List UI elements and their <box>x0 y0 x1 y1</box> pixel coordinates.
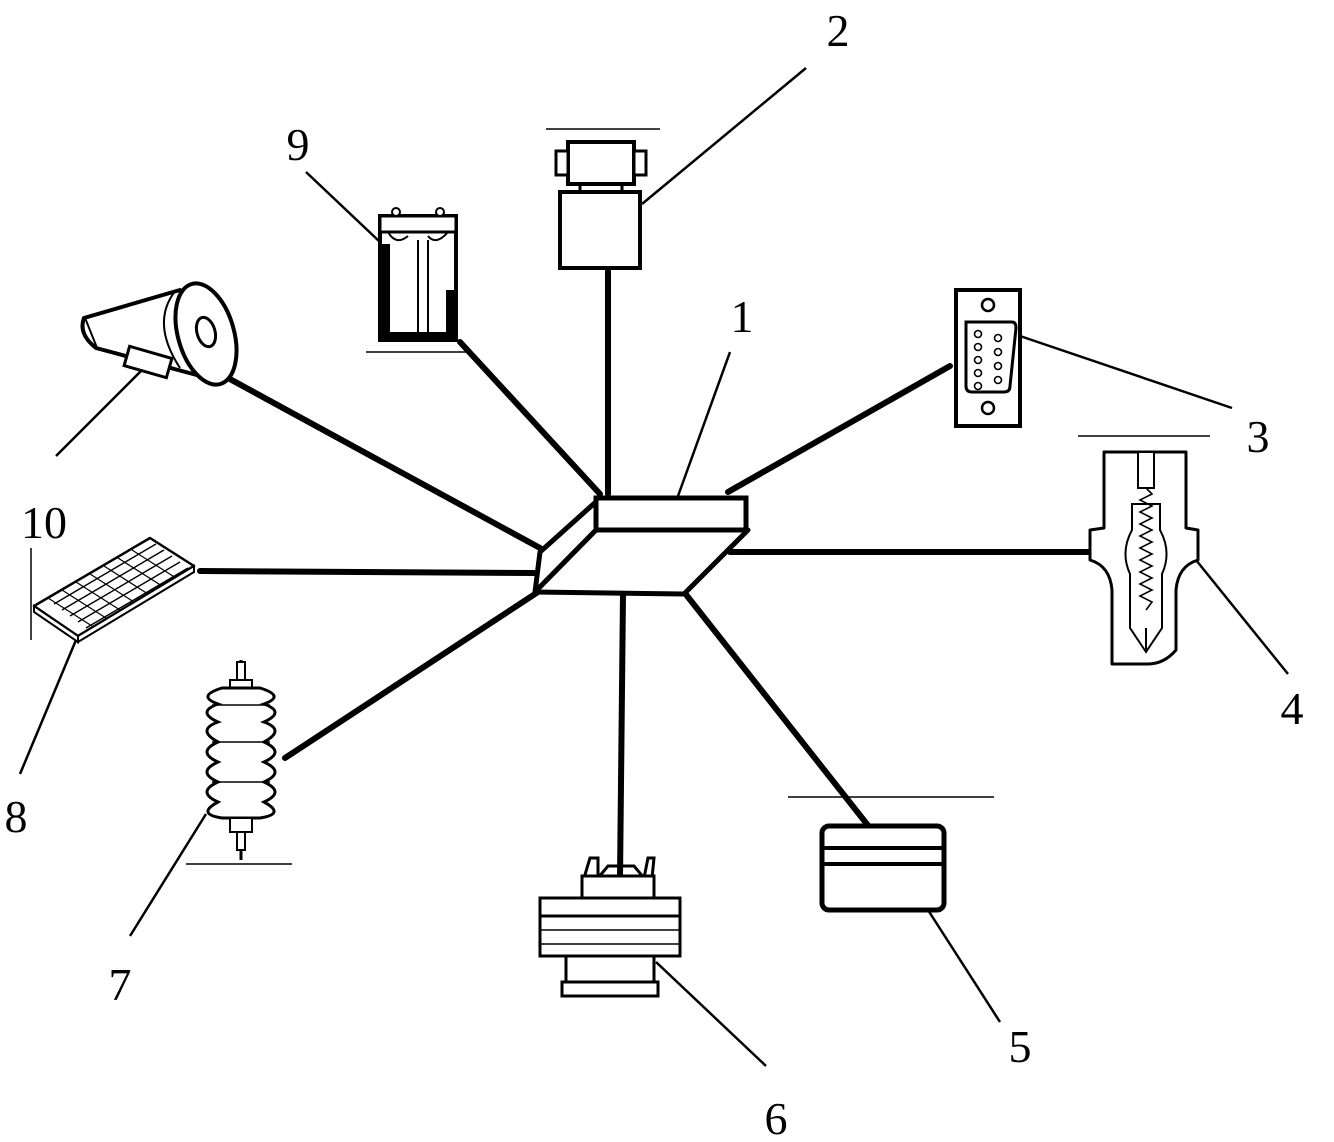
wire-keyboard <box>197 568 538 576</box>
sensor-icon <box>1078 435 1210 666</box>
wire-battery <box>457 339 603 497</box>
hub-box <box>532 495 751 597</box>
wire-printer <box>617 591 626 881</box>
leader-7 <box>128 813 208 937</box>
battery-icon <box>366 207 470 353</box>
label-printer: 6 <box>765 1093 788 1142</box>
leader-9 <box>305 171 381 243</box>
label-hub: 1 <box>731 291 754 342</box>
leader-5 <box>926 909 1002 1023</box>
leader-6 <box>655 961 767 1067</box>
printer-icon <box>538 856 682 998</box>
serial-port-icon <box>954 288 1022 428</box>
leader-3 <box>1019 334 1233 410</box>
speaker-icon <box>80 281 239 387</box>
leader-10 <box>55 369 143 457</box>
connection-wires <box>197 265 1093 881</box>
card-icon <box>788 796 994 913</box>
leader-1 <box>676 351 732 497</box>
label-camera: 2 <box>827 5 850 56</box>
callout-labels: 1 2 3 4 5 6 7 8 9 10 10 <box>5 5 1304 1142</box>
label-sensor: 4 <box>1281 683 1304 734</box>
camera-icon <box>546 128 660 270</box>
label-keyboard: 8 <box>5 791 28 842</box>
wire-card <box>681 589 873 831</box>
leader-2 <box>641 67 807 205</box>
label-battery: 9 <box>287 119 310 170</box>
leader-lines <box>18 67 1289 1067</box>
keyboard-icon <box>32 536 196 644</box>
wire-serial-port <box>725 363 953 495</box>
arrester-icon <box>186 660 292 865</box>
label-serial-port: 3 <box>1247 411 1270 462</box>
label-speaker: 10 <box>21 497 67 548</box>
leader-8 <box>18 639 78 775</box>
label-arrester: 7 <box>109 959 132 1010</box>
label-card: 5 <box>1009 1021 1032 1072</box>
leader-4 <box>1195 559 1289 675</box>
wire-arrester <box>282 589 541 761</box>
wire-speaker <box>225 375 543 551</box>
